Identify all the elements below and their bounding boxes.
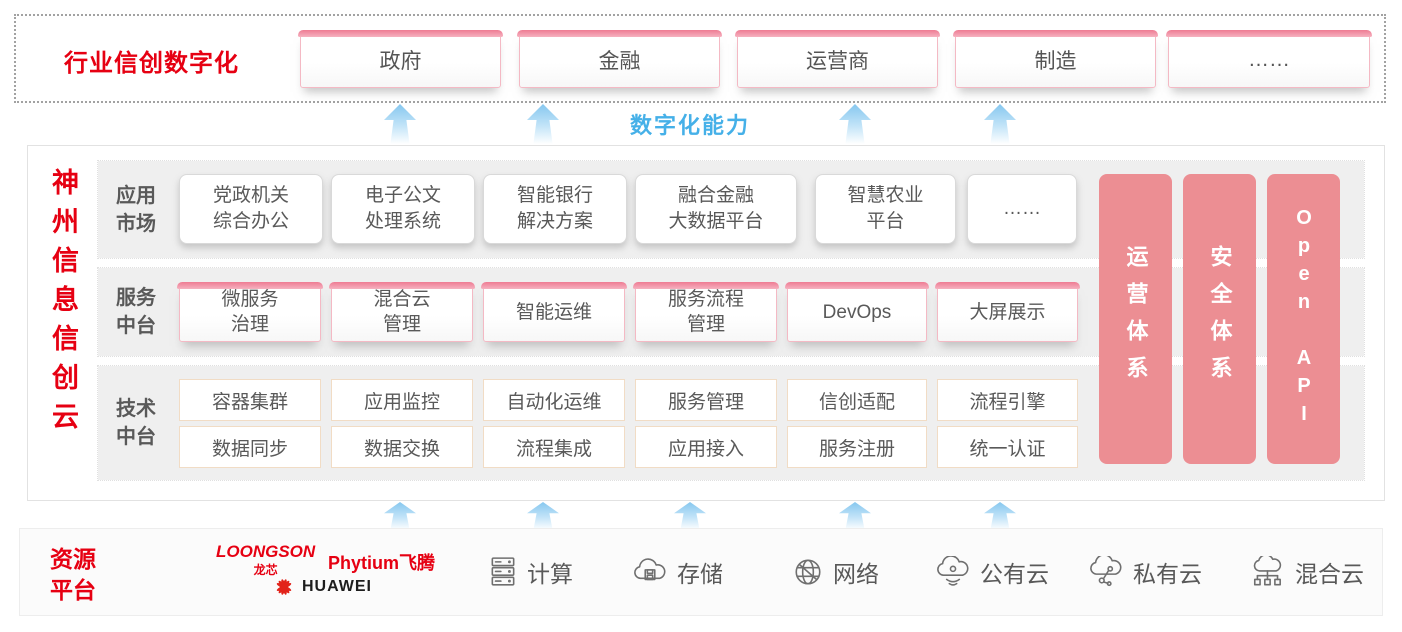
up-arrow-icon [527,104,559,144]
loongson-cn: 龙芯 [253,563,278,577]
network-icon [795,559,821,585]
resource-item-label: 公有云 [980,561,1049,587]
app-box: 党政机关 综合办公 [179,174,323,244]
banner-title: 行业信创数字化 [64,50,239,77]
service-box: 大屏展示 [935,282,1080,342]
tech-box: 容器集群 [179,379,321,421]
tech-box: 数据交换 [331,426,473,468]
resource-item-label: 计算 [527,561,573,587]
industry-box-ellipsis: …… [1166,30,1372,88]
resource-item-hybrid-cloud: 混合云 [1250,529,1364,615]
service-row: 服务 中台 微服务 治理 混合云 管理 智能运维 服务流程 管理 DevOps … [97,267,1365,357]
huawei-wordmark: HUAWEI [302,578,372,595]
tech-box: 信创适配 [787,379,927,421]
resource-item-private-cloud: 私有云 [1088,529,1202,615]
huawei-logo: HUAWEI [272,577,372,597]
huawei-flower-icon [276,579,292,595]
up-arrow-icon [384,104,416,144]
tech-box: 流程引擎 [937,379,1078,421]
pillar-operations: 运营体系 [1099,174,1172,464]
loongson-logo: LOONGSON 龙芯 [216,542,315,578]
industry-banner: 行业信创数字化 政府 金融 运营商 制造 …… [14,14,1386,103]
resource-item-public-cloud: 公有云 [935,529,1049,615]
app-box: 智慧农业 平台 [815,174,956,244]
row-label-app-market: 应用 市场 [116,184,156,235]
app-box-ellipsis: …… [967,174,1077,244]
row-label-service: 服务 中台 [116,287,156,337]
tech-row: 技术 中台 容器集群 应用监控 自动化运维 服务管理 信创适配 流程引擎 数据同… [97,365,1365,481]
resource-item-label: 私有云 [1133,561,1202,587]
service-box: 服务流程 管理 [633,282,779,342]
public-cloud-icon [937,556,969,586]
up-arrow-icon [674,502,706,530]
capability-label: 数字化能力 [630,113,751,138]
industry-box-finance: 金融 [517,30,722,88]
resource-item-label: 网络 [833,561,879,587]
industry-box-government: 政府 [298,30,503,88]
app-box: 融合金融 大数据平台 [635,174,797,244]
platform-title: 神州信息信创云 [48,168,78,441]
service-box: 智能运维 [481,282,627,342]
tech-box: 流程集成 [483,426,625,468]
tech-box: 自动化运维 [483,379,625,421]
tech-box: 统一认证 [937,426,1078,468]
app-box: 电子公文 处理系统 [331,174,475,244]
resource-item-compute: 计算 [488,529,573,615]
private-cloud-icon [1090,556,1122,587]
resource-item-network: 网络 [792,529,879,615]
up-arrow-icon [984,104,1016,144]
industry-box-operator: 运营商 [735,30,940,88]
tech-box: 应用接入 [635,426,777,468]
row-label-tech: 技术 中台 [116,398,156,448]
resource-item-storage: 存储 [632,529,723,615]
tech-box: 服务注册 [787,426,927,468]
up-arrow-icon [839,104,871,144]
resource-label: 资源 平台 [50,546,96,604]
hybrid-cloud-icon [1253,556,1282,586]
service-box: 微服务 治理 [177,282,323,342]
storage-icon [634,558,666,581]
resource-panel: 资源 平台 LOONGSON 龙芯 Phytium飞腾 HUAWEI [19,528,1383,616]
loongson-wordmark: LOONGSON [216,542,316,561]
app-box: 智能银行 解决方案 [483,174,627,244]
up-arrow-icon [527,502,559,530]
pillar-open-api: Open API [1267,174,1340,464]
compute-icon [491,557,515,586]
service-box: DevOps [785,282,929,342]
up-arrow-icon [839,502,871,530]
tech-box: 应用监控 [331,379,473,421]
tech-box: 服务管理 [635,379,777,421]
tech-box: 数据同步 [179,426,321,468]
platform-panel: 神州信息信创云 应用 市场 党政机关 综合办公 电子公文 处理系统 智能银行 解… [27,145,1385,501]
up-arrow-icon [984,502,1016,530]
resource-item-label: 混合云 [1295,561,1364,587]
service-box: 混合云 管理 [329,282,475,342]
app-market-row: 应用 市场 党政机关 综合办公 电子公文 处理系统 智能银行 解决方案 融合金融… [97,160,1365,259]
phytium-logo: Phytium飞腾 [328,553,436,573]
up-arrow-icon [384,502,416,530]
resource-item-label: 存储 [677,561,723,587]
pillar-security: 安全体系 [1183,174,1256,464]
industry-box-manufacturing: 制造 [953,30,1158,88]
